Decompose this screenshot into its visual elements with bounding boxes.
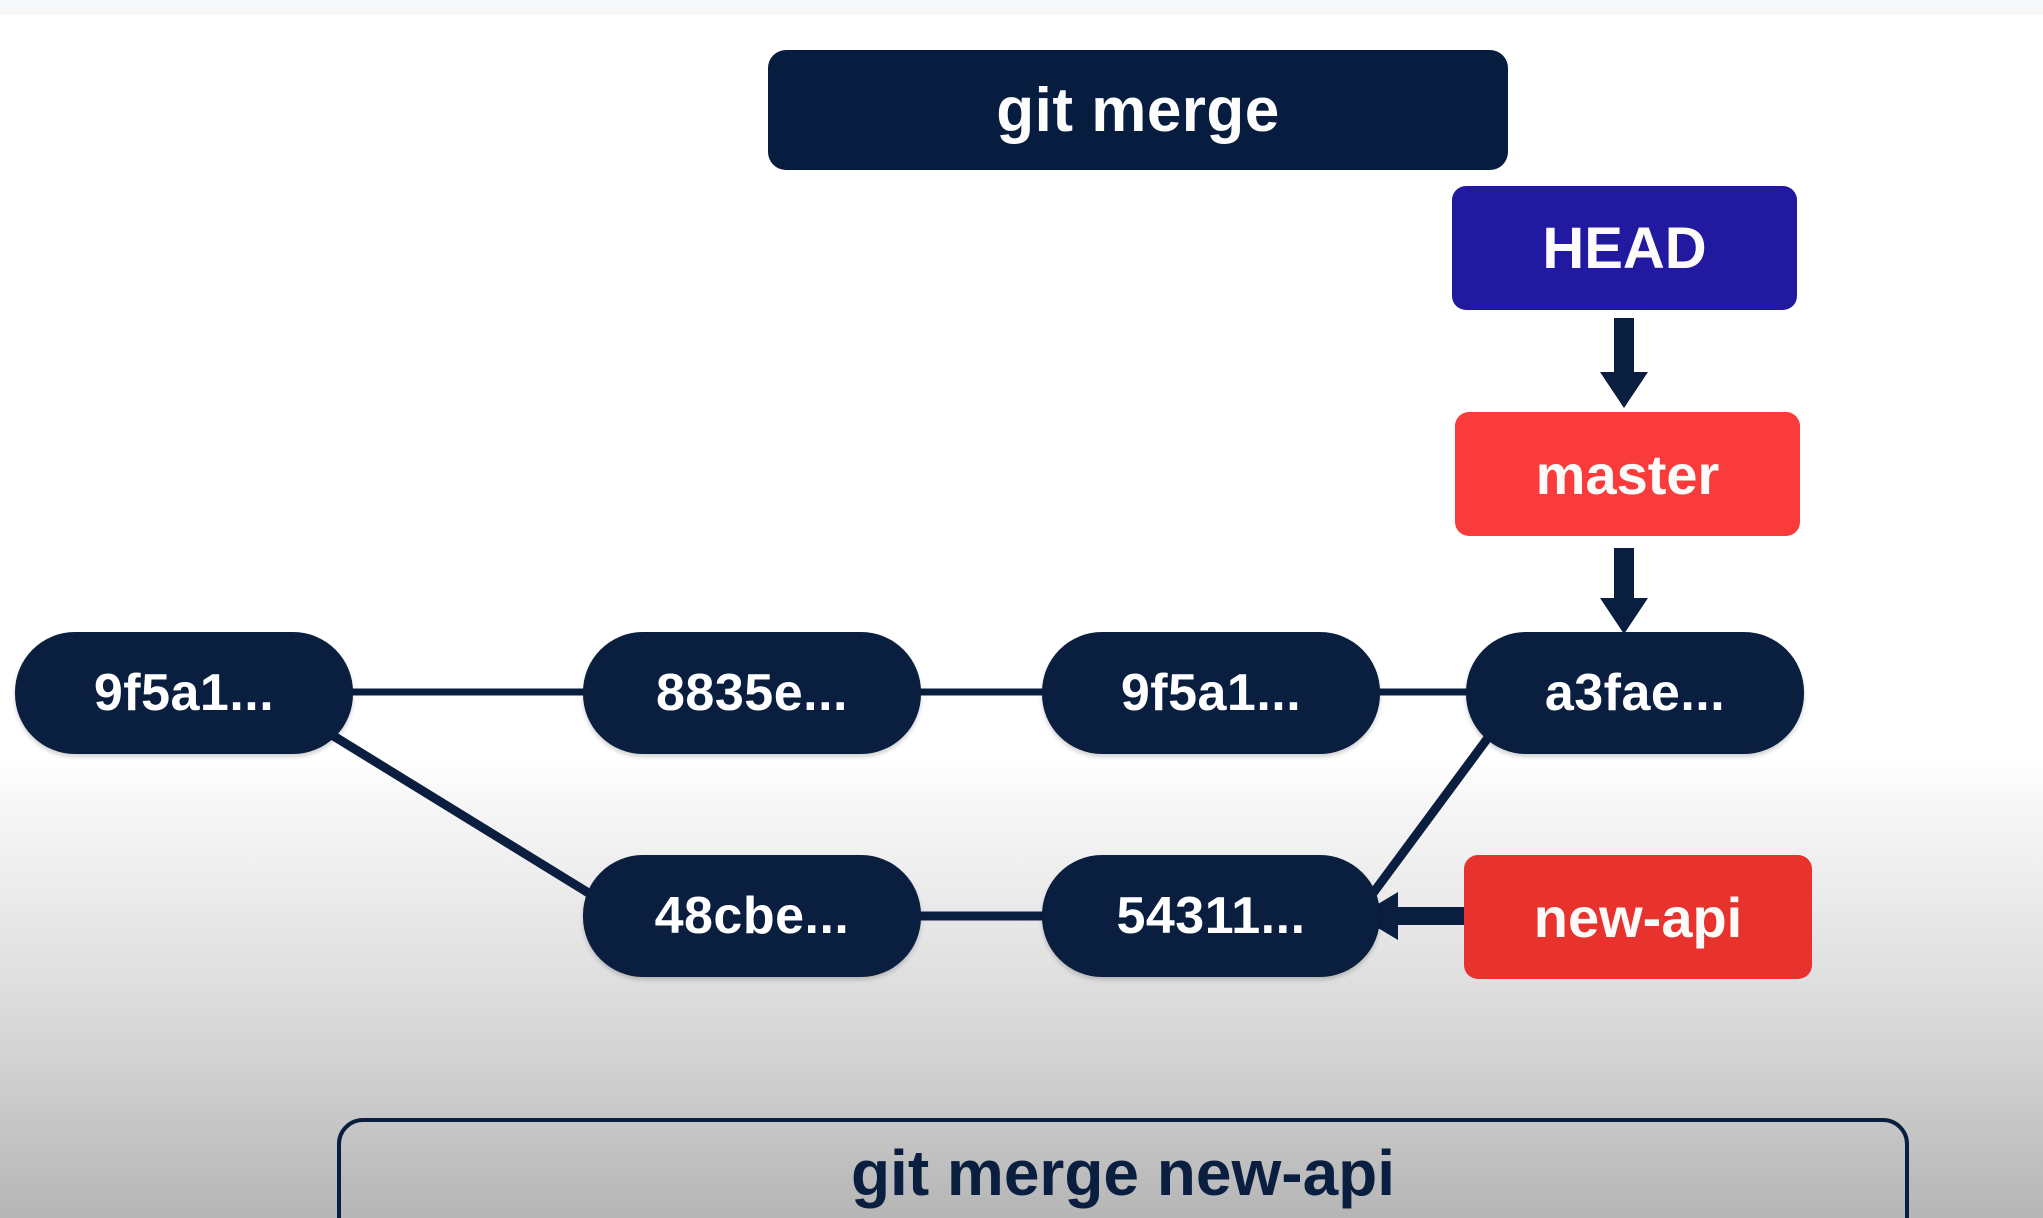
top-strip — [0, 0, 2043, 15]
branch-badge-new-api[interactable]: new-api — [1464, 855, 1812, 979]
commit-hash: 48cbe... — [654, 887, 850, 945]
commit-hash: a3fae... — [1544, 664, 1726, 722]
head-badge-label: HEAD — [1542, 215, 1707, 281]
commit-hash: 9f5a1... — [1120, 664, 1302, 722]
commit-node[interactable]: 48cbe... — [583, 855, 921, 977]
commit-hash: 8835e... — [656, 664, 848, 722]
branch-badge-master[interactable]: master — [1455, 412, 1800, 536]
commit-node[interactable]: 54311... — [1042, 855, 1380, 977]
commit-node[interactable]: 8835e... — [583, 632, 921, 754]
commit-hash: 54311... — [1116, 887, 1306, 945]
head-badge[interactable]: HEAD — [1452, 186, 1797, 310]
branch-badge-master-label: master — [1535, 442, 1720, 506]
arrow-head-to-master — [1600, 318, 1648, 408]
edge-fork-c1-b1 — [324, 728, 603, 904]
arrow-master-to-commit — [1600, 548, 1648, 634]
commit-node[interactable]: 9f5a1... — [1042, 632, 1380, 754]
diagram-title-box: git merge — [768, 50, 1508, 170]
commit-hash: 9f5a1... — [93, 664, 275, 722]
commit-node[interactable]: a3fae... — [1466, 632, 1804, 754]
commit-node[interactable]: 9f5a1... — [15, 632, 353, 754]
command-box[interactable]: git merge new-api — [337, 1118, 1909, 1218]
diagram-title-text: git merge — [996, 75, 1280, 145]
branch-badge-new-api-label: new-api — [1533, 885, 1743, 949]
command-text: git merge new-api — [850, 1137, 1396, 1209]
